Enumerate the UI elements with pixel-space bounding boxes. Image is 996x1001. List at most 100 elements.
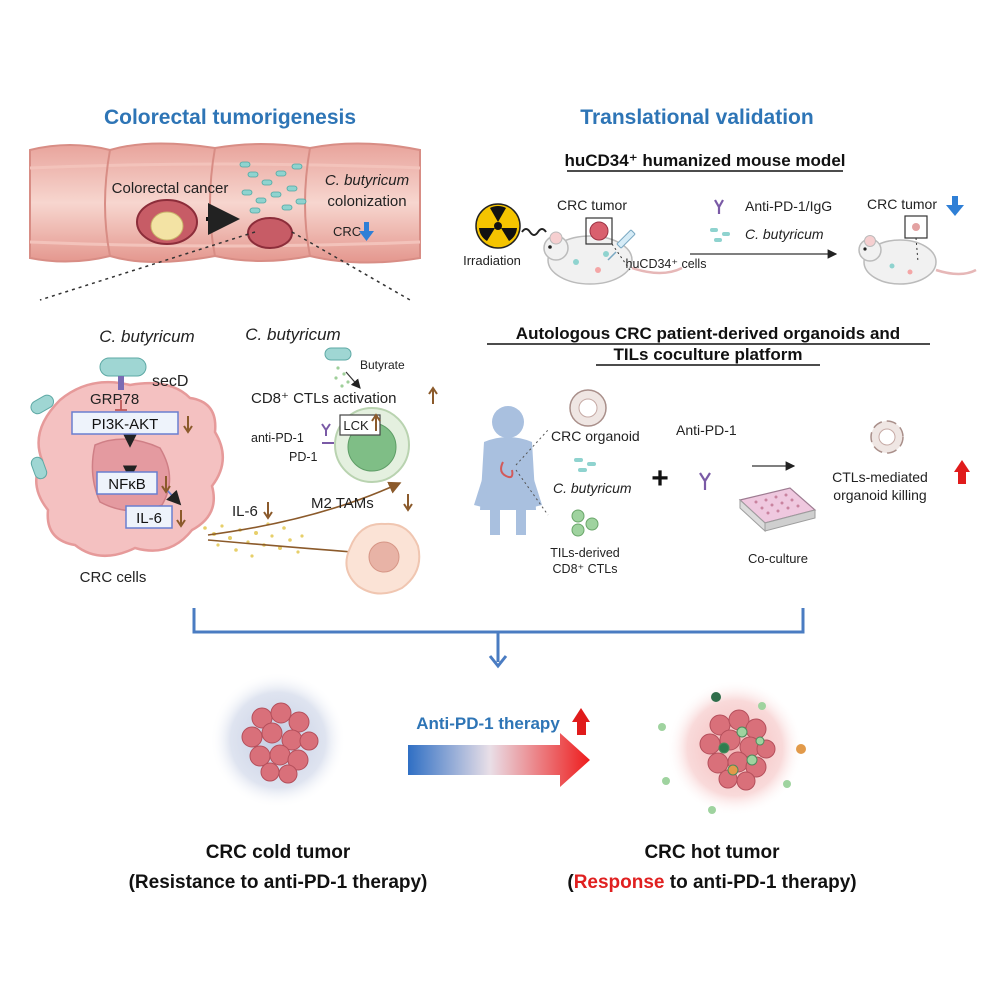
butyrate-dots <box>334 366 350 388</box>
bacterium-outside-2 <box>30 456 48 480</box>
butyrate-label: Butyrate <box>360 358 405 372</box>
syringe-icon <box>607 229 636 261</box>
bacteria-cluster <box>239 161 307 214</box>
pi3k-akt-box: PI3K-AKT <box>71 411 179 435</box>
tumor-inset-box <box>585 217 613 245</box>
cold-tumor-illustration <box>210 672 346 808</box>
therapy-up-arrow <box>572 708 590 735</box>
crc-reduced-label: CRC <box>333 224 361 239</box>
hot-tcell-7 <box>758 702 766 710</box>
il6-label: IL-6 <box>232 503 258 520</box>
hot-tumor-title: CRC hot tumor <box>644 842 780 863</box>
crc-tumor-after-label: CRC tumor <box>867 196 937 212</box>
reduced-tumor <box>247 217 293 249</box>
killing-label-line1: CTLs-mediated <box>832 469 928 485</box>
hot-tcell-6 <box>708 806 716 814</box>
butyrate-bacterium <box>324 347 352 361</box>
zoom-line-left <box>39 231 256 301</box>
secd-bacterium <box>99 357 147 377</box>
hot-rest: to anti-PD-1 therapy) <box>665 872 857 893</box>
il6-box-label: IL-6 <box>136 510 162 527</box>
irradiation-label: Irradiation <box>463 253 521 268</box>
organoid-antibody-icon <box>699 472 711 490</box>
secd-label: secD <box>152 373 188 390</box>
m2-tams-label: M2 TAMs <box>311 495 374 512</box>
hot-open-paren: ( <box>567 872 574 893</box>
anti-pd1-igg-label: Anti-PD-1/IgG <box>745 198 832 214</box>
crc-cells-label: CRC cells <box>80 569 147 586</box>
plus-sign: + <box>651 462 669 495</box>
organoid-bacterium-label: C. butyricum <box>553 480 632 496</box>
tils-label-line2: CD8⁺ CTLs <box>553 562 618 576</box>
il6-box: IL-6 <box>125 505 173 529</box>
right-section-title: Translational validation <box>580 106 813 129</box>
colon-marker <box>500 461 514 479</box>
lck-label: LCK <box>343 418 369 433</box>
tils-label-line1: TILs-derived <box>550 546 620 560</box>
organoid-title-line2: TILs coculture platform <box>614 345 803 364</box>
mouse-before-icon <box>543 231 683 285</box>
il6-down-arrow <box>263 502 273 520</box>
colonization-label: colonization <box>327 193 406 210</box>
well-plate-icon <box>738 487 817 533</box>
il6-to-ctl-arrow <box>207 481 402 536</box>
hot-tcell-3 <box>796 744 806 754</box>
colon-bacterium-label: C. butyricum <box>325 172 409 189</box>
m2-tam-cell <box>345 522 421 595</box>
hot-tumor-subtitle: (Response to anti-PD-1 therapy) <box>567 872 856 893</box>
nfkb-down-arrow <box>161 476 171 494</box>
killed-organoid-icon <box>870 420 904 454</box>
therapy-arrow <box>408 733 590 787</box>
organoid-title-line1: Autologous CRC patient-derived organoids… <box>516 324 900 343</box>
crc-tumor-inset <box>589 221 609 241</box>
mouse-model-title: huCD34⁺ humanized mouse model <box>564 151 845 170</box>
killing-label-line2: organoid killing <box>833 487 926 503</box>
crc-organoid-icon <box>569 389 607 427</box>
hucd34-cells-label: huCD34⁺ cells <box>626 257 707 271</box>
organoid-panel: Autologous CRC patient-derived organoids… <box>474 324 970 576</box>
hot-tcell-2 <box>658 723 666 731</box>
antibody-icon <box>714 199 724 214</box>
crc-down-arrow <box>359 222 374 241</box>
left-section-title: Colorectal tumorigenesis <box>104 106 356 129</box>
colon-illustration: Colorectal cancer C. butyricum colonizat… <box>29 142 421 264</box>
ctl-activation-label: CD8⁺ CTLs activation <box>251 390 396 407</box>
pi3k-down-arrow <box>183 416 193 434</box>
organoid-anti-pd1-label: Anti-PD-1 <box>676 422 737 438</box>
organoid-bacteria-icon <box>574 458 596 472</box>
nfkb-label: NFκB <box>108 476 146 493</box>
nfkb-box: NFκB <box>96 471 158 495</box>
ctl-up-arrow <box>428 386 438 404</box>
radiation-icon <box>475 203 521 249</box>
radiation-wave <box>521 228 547 236</box>
m2-down-arrow <box>403 494 413 512</box>
cold-tumor-title: CRC cold tumor <box>206 842 351 863</box>
mouse-model-panel: huCD34⁺ humanized mouse model Irradiatio… <box>463 151 977 285</box>
lck-up-arrow <box>371 413 381 431</box>
mouse-bacterium-label: C. butyricum <box>745 226 824 242</box>
pd1-label: PD-1 <box>289 450 318 464</box>
cold-tumor-subtitle: (Resistance to anti-PD-1 therapy) <box>129 872 428 893</box>
bacterium-outside-1 <box>30 394 55 415</box>
patient-icon <box>474 406 542 535</box>
lck-box: LCK <box>339 414 381 436</box>
response-word: Response <box>574 872 665 893</box>
grp78-label: GRP78 <box>90 391 139 408</box>
hot-tumor-illustration <box>658 680 806 816</box>
hot-tcell-4 <box>662 777 670 785</box>
summary-bracket <box>192 608 805 669</box>
anti-pd1-label: anti-PD-1 <box>251 431 304 445</box>
zoom-line-right <box>291 231 411 301</box>
pd1-antibody-icon <box>321 423 334 444</box>
therapy-label: Anti-PD-1 therapy <box>416 714 560 733</box>
crc-tumor-label: CRC tumor <box>557 197 627 213</box>
mouse-after-icon <box>858 235 977 285</box>
tils-cells-icon <box>571 509 599 537</box>
pi3k-akt-label: PI3K-AKT <box>92 416 159 433</box>
small-tumor-inset <box>912 223 920 231</box>
mechanism-bacterium-right-label: C. butyricum <box>245 325 340 344</box>
coculture-label: Co-culture <box>748 551 808 566</box>
secd-grp78-link <box>118 376 124 390</box>
